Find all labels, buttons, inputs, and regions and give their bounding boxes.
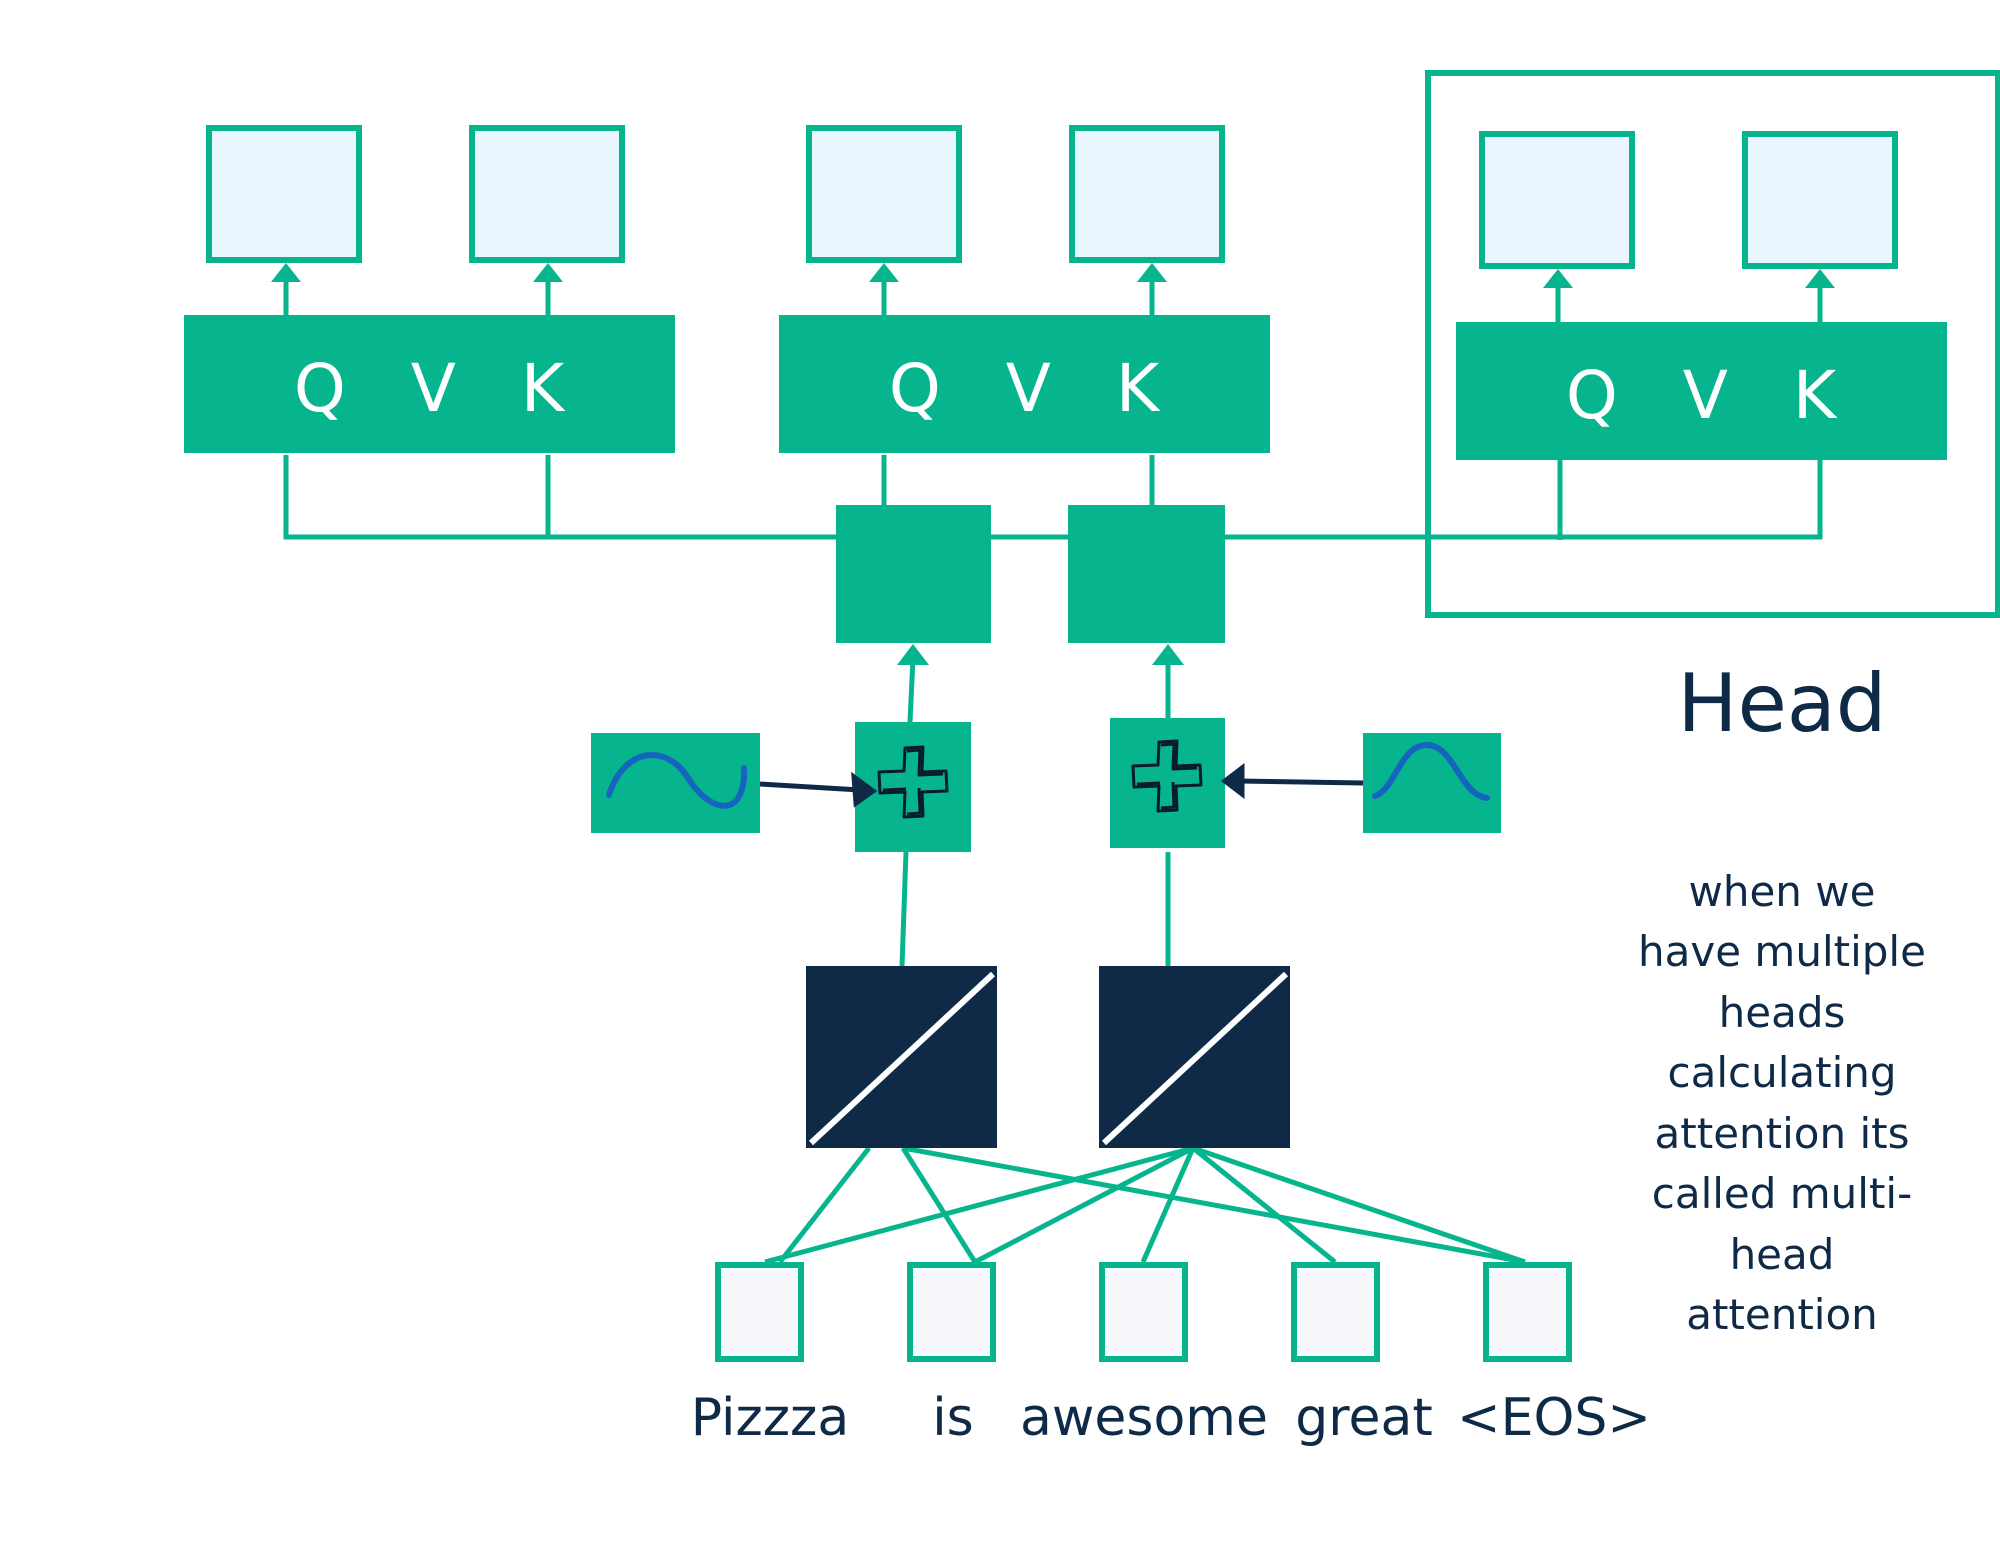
combiner-box: [1068, 505, 1225, 643]
head-frame: [1425, 70, 2000, 618]
navy-arrows: [759, 762, 1364, 808]
positional-encoding-sine: [591, 733, 760, 833]
token-word: awesome: [1020, 1388, 1268, 1448]
token-box: [907, 1262, 996, 1362]
embedding-block: [1099, 966, 1290, 1148]
qvk-block: Q V K: [1456, 322, 1947, 460]
note-line: calculating: [1667, 1048, 1896, 1097]
bell-curve-icon: [1372, 741, 1490, 801]
positional-encoding-bell: [1363, 733, 1501, 833]
arrow-up-icon: [271, 263, 301, 282]
qvk-block: Q V K: [184, 315, 675, 453]
output-boxes: [206, 125, 1898, 269]
plus-icon: [877, 745, 949, 819]
token-box: [715, 1262, 804, 1362]
token-box: [1099, 1262, 1188, 1362]
note-line: attention: [1686, 1290, 1878, 1339]
arrow-up-icon: [897, 644, 929, 665]
note-line: have multiple: [1638, 927, 1926, 976]
token-word: <EOS>: [1457, 1388, 1651, 1448]
token-box: [1483, 1262, 1572, 1362]
adder: [855, 722, 971, 852]
combiner-box: [836, 505, 991, 643]
note-line: when we: [1689, 867, 1876, 916]
output-box: [1479, 131, 1635, 269]
adder: [1110, 718, 1225, 848]
qvk-label: Q V K: [294, 350, 586, 427]
qvk-block: Q V K: [779, 315, 1270, 453]
arrow-up-icon: [1152, 644, 1184, 665]
token-box: [1291, 1262, 1380, 1362]
arrow-up-icon: [869, 263, 899, 282]
token-boxes: [715, 1262, 1572, 1362]
output-box: [806, 125, 962, 263]
note-line: called multi-: [1652, 1169, 1913, 1218]
qvk-label: Q V K: [1566, 357, 1858, 434]
teal-arrowheads: [271, 263, 1835, 665]
arrow-left-icon: [1220, 762, 1245, 800]
output-box: [469, 125, 625, 263]
embedding-to-adder-line: [899, 851, 909, 967]
note-line: head: [1730, 1230, 1835, 1279]
note-line: attention its: [1655, 1109, 1910, 1158]
sine-wave-icon: [606, 752, 747, 809]
note-line: heads: [1719, 988, 1846, 1037]
arrow-up-icon: [1543, 269, 1573, 288]
token-word: great: [1295, 1388, 1433, 1448]
plus-icon: [1131, 739, 1203, 813]
bus-line: [283, 455, 1823, 540]
qvk-blocks: Q V K Q V K Q V K: [184, 315, 1947, 460]
output-box: [1742, 131, 1898, 269]
explanation-note: when we have multiple heads calculating …: [1638, 867, 1926, 1339]
token-connections: [764, 1145, 1526, 1265]
head-label: Head: [1677, 657, 1886, 750]
qvk-label: Q V K: [889, 350, 1181, 427]
arrow-up-icon: [1137, 263, 1167, 282]
adder-to-combiner-line: [907, 657, 916, 723]
token-word: Pizzza: [691, 1388, 849, 1448]
token-words: Pizzza is awesome great <EOS>: [691, 1388, 1651, 1448]
output-box: [206, 125, 362, 263]
arrow-up-icon: [533, 263, 563, 282]
combiner-boxes: [836, 505, 1225, 643]
arrow-right-icon: [851, 771, 878, 808]
arrow-up-icon: [1805, 269, 1835, 288]
token-word: is: [932, 1388, 974, 1448]
output-box: [1069, 125, 1225, 263]
embedding-block: [806, 966, 997, 1148]
